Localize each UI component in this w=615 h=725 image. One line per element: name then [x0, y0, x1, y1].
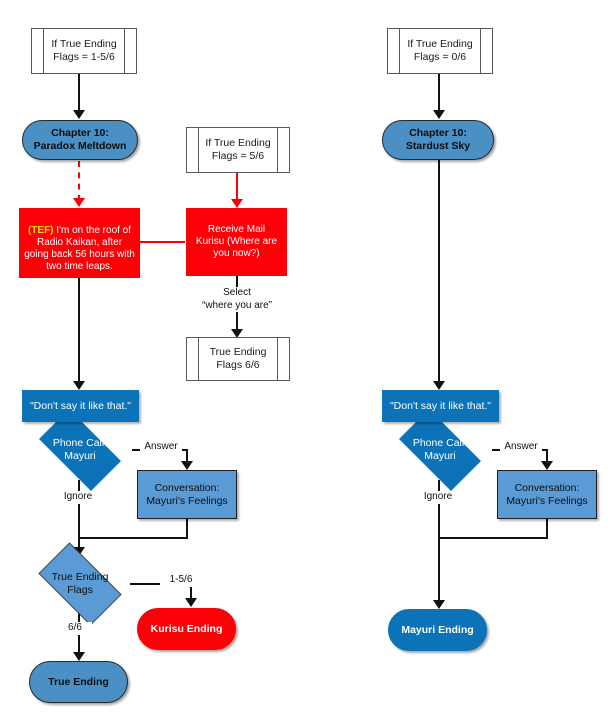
- right-dialogue-box[interactable]: "Don't say it like that.": [382, 390, 499, 422]
- left-condition-top-label: If True Ending Flags = 1-5/6: [51, 38, 117, 63]
- right-conversation-box[interactable]: Conversation: Mayuri's Feelings: [497, 470, 597, 519]
- tef-body-label: I'm on the roof of Radio Kaikan, after g…: [24, 224, 135, 273]
- arrowhead-tef-box: [73, 198, 85, 207]
- connector-right-conv-merge: [438, 537, 548, 539]
- arrowhead-right-dialogue: [433, 381, 445, 390]
- arrowhead-left-chapter: [73, 110, 85, 119]
- connector-left-answer-down: [186, 449, 188, 466]
- left-conversation-box[interactable]: Conversation: Mayuri's Feelings: [137, 470, 237, 519]
- receive-mail-label: Receive Mail Kurisu (Where are you now?): [195, 223, 278, 260]
- left-flags-label: True Ending Flags: [51, 571, 109, 596]
- left-dialogue-label: "Don't say it like that.": [29, 399, 132, 412]
- middle-result-flags-label: True Ending Flags 6/6: [209, 346, 267, 371]
- left-answer-edge-label: Answer: [140, 441, 182, 454]
- right-phone-call-label: Phone Call: Mayuri: [412, 437, 468, 462]
- right-dialogue-label: "Don't say it like that.": [389, 399, 492, 412]
- left-dialogue-box[interactable]: "Don't say it like that.": [22, 390, 139, 422]
- middle-result-flags-box[interactable]: True Ending Flags 6/6: [186, 337, 290, 381]
- tef-tag-label: (TEF): [27, 224, 54, 236]
- right-answer-edge-label: Answer: [500, 441, 542, 454]
- middle-condition-label: If True Ending Flags = 5/6: [205, 137, 271, 162]
- right-chapter-pill[interactable]: Chapter 10: Stardust Sky: [382, 120, 494, 160]
- left-conversation-label: Conversation: Mayuri's Feelings: [146, 481, 228, 507]
- arrowhead-result-flags: [231, 329, 243, 338]
- kurisu-ending-label: Kurisu Ending: [150, 622, 223, 635]
- arrowhead-left-dialogue: [73, 381, 85, 390]
- arrowhead-mayuri-ending: [433, 600, 445, 609]
- connector-left-ignore: [78, 480, 80, 552]
- connector-left-conv-down: [186, 519, 188, 539]
- connector-left-cond-to-chapter: [78, 74, 80, 114]
- left-ignore-edge-label: Ignore: [58, 491, 98, 504]
- arrowhead-receive-mail: [231, 199, 243, 208]
- kurisu-ending-pill[interactable]: Kurisu Ending: [137, 608, 236, 650]
- left-full-flags-label: 6/6: [58, 622, 92, 635]
- connector-dashed-chapter-to-tef: [78, 161, 80, 201]
- connector-right-chapter-to-dialogue: [438, 160, 440, 386]
- right-phone-call-diamond[interactable]: Phone Call: Mayuri: [388, 409, 492, 491]
- left-chapter-pill[interactable]: Chapter 10: Paradox Meltdown: [22, 120, 138, 160]
- connector-left-partial-down: [190, 583, 192, 603]
- connector-tef-to-receive-mail: [140, 241, 185, 243]
- tef-message-text: (TEF) I'm on the roof of Radio Kaikan, a…: [24, 213, 135, 274]
- arrowhead-kurisu-ending: [185, 598, 197, 607]
- connector-tef-to-dialogue: [78, 278, 80, 386]
- tef-message-box[interactable]: (TEF) I'm on the roof of Radio Kaikan, a…: [19, 208, 140, 278]
- mayuri-ending-label: Mayuri Ending: [401, 623, 474, 636]
- arrowhead-right-conversation: [541, 461, 553, 470]
- arrowhead-true-ending: [73, 652, 85, 661]
- receive-mail-box[interactable]: Receive Mail Kurisu (Where are you now?): [186, 208, 287, 276]
- arrowhead-left-conversation: [181, 461, 193, 470]
- left-partial-flags-label: 1-5/6: [160, 574, 202, 587]
- right-condition-top-box[interactable]: If True Ending Flags = 0/6: [387, 28, 493, 74]
- left-condition-top-box[interactable]: If True Ending Flags = 1-5/6: [31, 28, 137, 74]
- right-conversation-label: Conversation: Mayuri's Feelings: [506, 481, 588, 507]
- left-phone-call-diamond[interactable]: Phone Call: Mayuri: [28, 409, 132, 491]
- connector-right-cond-to-chapter: [438, 74, 440, 114]
- left-phone-call-label: Phone Call: Mayuri: [52, 437, 108, 462]
- connector-left-full-flags: [78, 613, 80, 657]
- middle-condition-box[interactable]: If True Ending Flags = 5/6: [186, 127, 290, 173]
- left-flags-diamond[interactable]: True Ending Flags: [28, 542, 132, 626]
- right-condition-top-label: If True Ending Flags = 0/6: [407, 38, 473, 63]
- left-chapter-label: Chapter 10: Paradox Meltdown: [33, 127, 127, 152]
- connector-right-conv-down: [546, 519, 548, 539]
- right-chapter-label: Chapter 10: Stardust Sky: [405, 127, 471, 152]
- right-ignore-edge-label: Ignore: [418, 491, 458, 504]
- connector-right-answer-down: [546, 449, 548, 466]
- connector-right-to-ending: [438, 537, 440, 605]
- connector-middle-cond-to-mail: [236, 173, 238, 203]
- mayuri-ending-pill[interactable]: Mayuri Ending: [388, 609, 487, 651]
- arrowhead-right-chapter: [433, 110, 445, 119]
- connector-right-ignore: [438, 480, 440, 552]
- true-ending-label: True Ending: [48, 675, 109, 688]
- middle-select-edge-label: Select “where you are”: [187, 287, 287, 312]
- connector-left-conv-merge: [78, 537, 188, 539]
- true-ending-pill[interactable]: True Ending: [29, 661, 128, 703]
